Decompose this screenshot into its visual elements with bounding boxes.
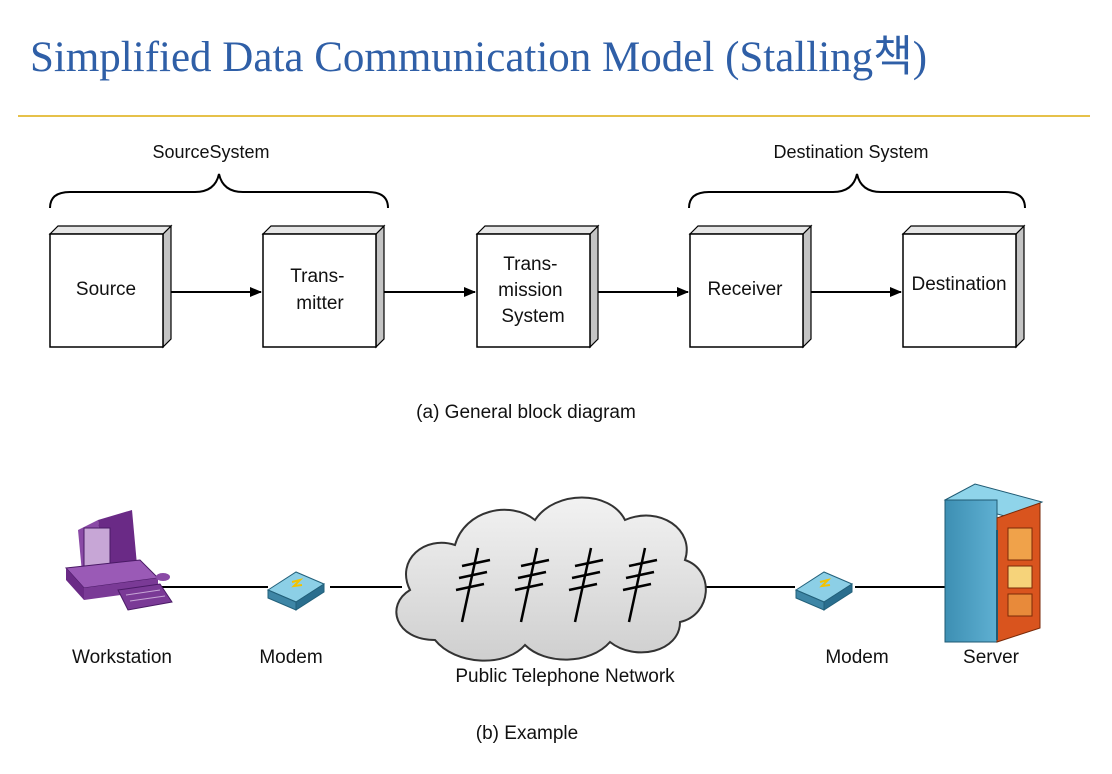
- transmission-label-line-3: System: [501, 306, 564, 327]
- svg-text:Destination: Destination: [911, 274, 1006, 295]
- transmitter-label-line-1: Trans-: [290, 266, 344, 287]
- slide-title: Simplified Data Communication Model (Sta…: [30, 34, 928, 81]
- modem-right-icon: [794, 571, 854, 611]
- modem-left-icon: [266, 571, 326, 611]
- source-system-label: SourceSystem: [152, 142, 269, 162]
- destination-block: Destination: [901, 224, 1026, 349]
- transmitter-label-line-2: mitter: [296, 293, 344, 314]
- cloud-icon: [395, 496, 707, 662]
- svg-text:Receiver: Receiver: [708, 279, 784, 300]
- receiver-block: Receiver: [688, 224, 813, 349]
- source-block: Source: [48, 224, 173, 349]
- transmission-label-line-2: mission: [498, 280, 562, 301]
- workstation-icon: [64, 510, 173, 611]
- destination-block-label: Destination: [911, 274, 1006, 295]
- svg-text:Source: Source: [76, 279, 136, 300]
- svg-text:Trans- mission Sys: Trans- mission System: [498, 254, 568, 327]
- telephone-poles-icon: [455, 547, 658, 623]
- server-icon: [943, 483, 1044, 643]
- source-system-brace: [49, 173, 389, 209]
- modem-left-label: Modem: [259, 647, 322, 668]
- modem-right-label: Modem: [825, 647, 888, 668]
- source-block-label: Source: [76, 279, 136, 300]
- destination-system-brace: [688, 173, 1026, 209]
- workstation-label: Workstation: [72, 647, 172, 668]
- destination-system-label: Destination System: [773, 142, 928, 162]
- transmission-label-line-1: Trans-: [503, 254, 557, 275]
- server-label: Server: [963, 647, 1020, 668]
- caption-a: (a) General block diagram: [416, 402, 636, 423]
- transmitter-block: Trans- mitter: [261, 224, 386, 349]
- svg-text:Trans- mitter: Trans- mitter: [290, 266, 349, 314]
- transmission-system-block: Trans- mission System: [475, 224, 600, 349]
- receiver-block-label: Receiver: [708, 279, 784, 300]
- caption-b: (b) Example: [476, 723, 578, 744]
- title-divider: [18, 115, 1090, 117]
- network-label: Public Telephone Network: [455, 666, 675, 687]
